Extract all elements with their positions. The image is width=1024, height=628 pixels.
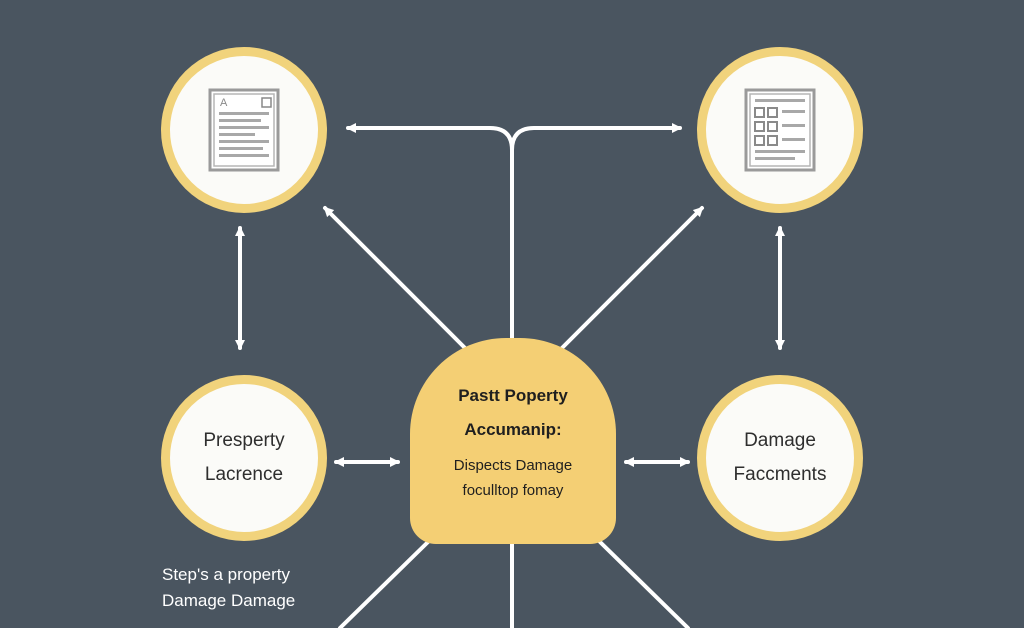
node-label-line: Presperty: [203, 430, 285, 451]
bottom-connector-left: [338, 538, 432, 628]
trunk-connector: [510, 123, 682, 340]
center-description: Dispects Damage: [453, 457, 573, 474]
node-label-line: Lacrence: [204, 464, 284, 485]
caption-line: Step's a property: [162, 565, 290, 584]
center-description: foculltop fomay: [462, 482, 564, 499]
center-title: Pastt Poperty: [458, 386, 568, 405]
node-top-left: A: [161, 47, 327, 213]
caption: Step's a property Damage Damage: [162, 562, 295, 614]
center-node: Pastt Poperty Accumanip: Dispects Damage…: [410, 338, 616, 544]
trunk-connector-left: [346, 123, 514, 152]
node-middle-left: Presperty Lacrence: [161, 375, 327, 541]
caption-line: Damage Damage: [162, 591, 296, 610]
center-title: Accumanip:: [464, 420, 562, 439]
diagonal-arrow-top-left: [323, 206, 467, 350]
node-label-line: Damage: [744, 430, 816, 451]
diagonal-arrow-top-right: [560, 206, 704, 350]
document-grid-icon: [744, 88, 816, 172]
node-top-right: [697, 47, 863, 213]
node-middle-right: Damage Faccments: [697, 375, 863, 541]
node-label-line: Faccments: [733, 464, 827, 485]
svg-text:A: A: [220, 97, 228, 109]
bottom-connector-right: [596, 538, 690, 628]
document-text-icon: A: [208, 88, 280, 172]
